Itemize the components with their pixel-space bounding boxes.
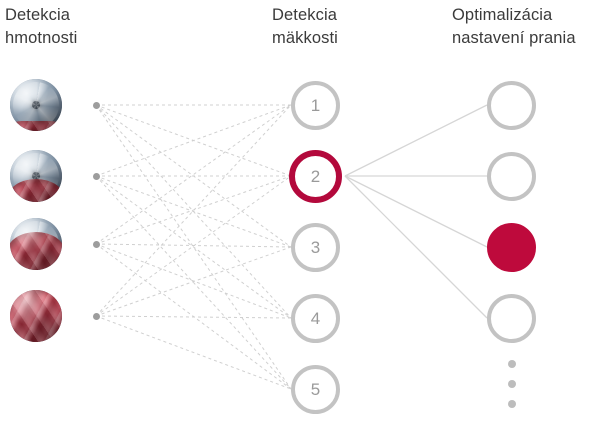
input-node-3 <box>93 241 100 248</box>
output-node-4[interactable] <box>487 294 536 343</box>
hidden-node-2[interactable]: 2 <box>289 150 342 203</box>
input-node-4 <box>93 313 100 320</box>
hidden-to-output-edges <box>344 104 488 319</box>
drum-photo-2 <box>10 150 62 202</box>
more-dot-1 <box>508 360 516 368</box>
hidden-node-4[interactable]: 4 <box>291 294 340 343</box>
hidden-node-1[interactable]: 1 <box>291 81 340 130</box>
drum-gloss-4 <box>10 290 62 342</box>
more-dot-2 <box>508 380 516 388</box>
drum-photo-1 <box>10 79 62 131</box>
hidden-node-5[interactable]: 5 <box>291 365 340 414</box>
hidden-node-3[interactable]: 3 <box>291 223 340 272</box>
input-node-1 <box>93 102 100 109</box>
output-node-1[interactable] <box>487 81 536 130</box>
more-dot-3 <box>508 400 516 408</box>
drum-gloss-3 <box>10 218 62 270</box>
column-title-weight-detection: Detekcia hmotnosti <box>5 6 78 47</box>
output-node-3-selected[interactable] <box>487 223 536 272</box>
input-to-hidden-edges <box>95 104 292 390</box>
input-node-2 <box>93 173 100 180</box>
drum-gloss-2 <box>10 150 62 202</box>
hidden-node-2-label: 2 <box>310 166 321 186</box>
hidden-node-3-label: 3 <box>310 237 321 257</box>
drum-photo-3 <box>10 218 62 270</box>
hidden-node-1-label: 1 <box>310 95 321 115</box>
drum-photo-4 <box>10 290 62 342</box>
column-title-wash-optimization: Optimalizácia nastavení prania <box>452 6 576 47</box>
hidden-node-4-label: 4 <box>310 308 321 328</box>
column-title-softness-detection: Detekcia mäkkosti <box>272 6 338 47</box>
hidden-node-5-label: 5 <box>310 379 321 399</box>
output-node-2[interactable] <box>487 152 536 201</box>
drum-gloss-1 <box>10 79 62 131</box>
